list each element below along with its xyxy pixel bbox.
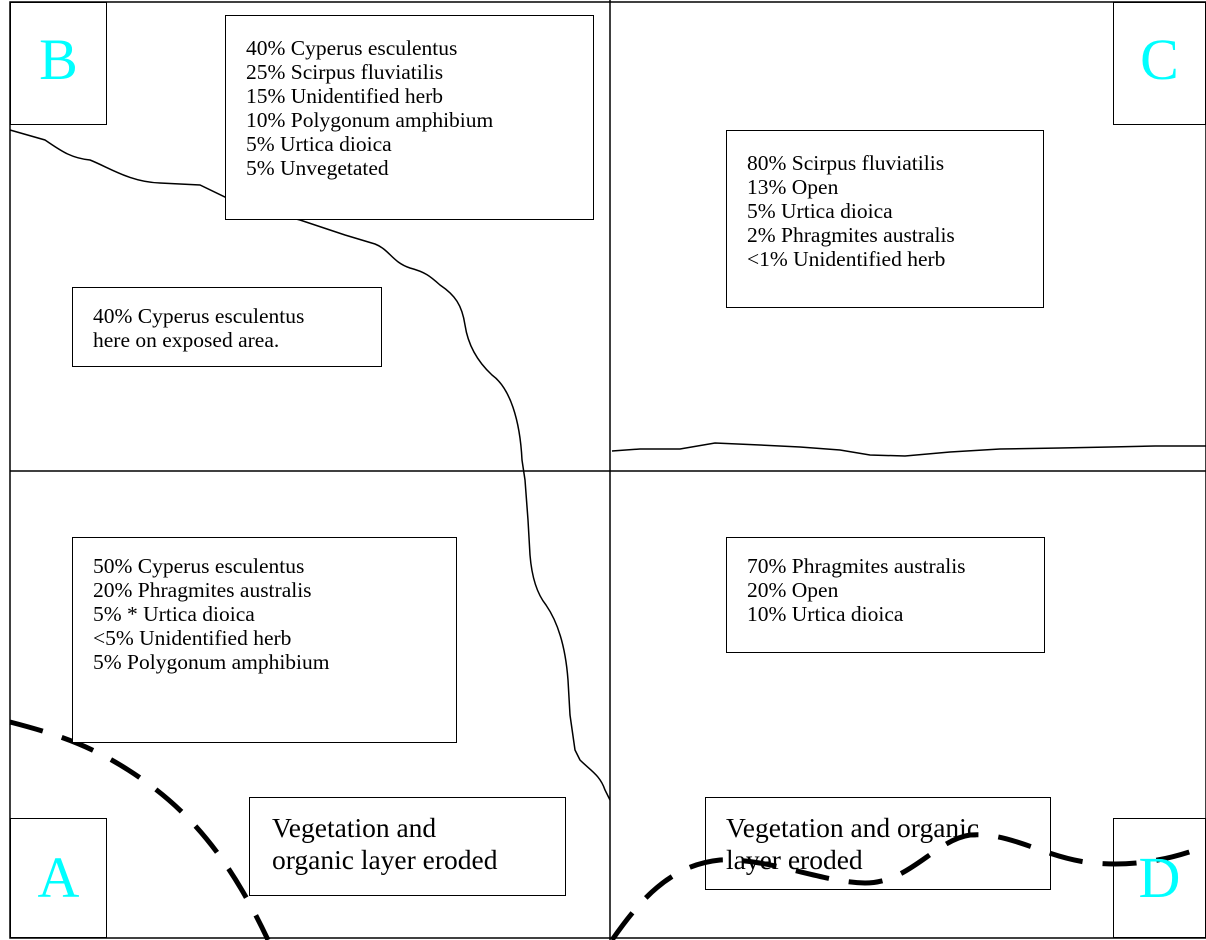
composition-line: 13% Open bbox=[747, 175, 839, 199]
note-line: 40% Cyperus esculentus bbox=[93, 304, 305, 328]
erosion-boundary-left bbox=[9, 719, 271, 940]
composition-line: 25% Scirpus fluviatilis bbox=[246, 60, 444, 84]
composition-line: <1% Unidentified herb bbox=[747, 247, 946, 271]
eroded-line: organic layer eroded bbox=[272, 844, 498, 875]
composition-line: 80% Scirpus fluviatilis bbox=[747, 151, 945, 175]
composition-line: 5% * Urtica dioica bbox=[93, 602, 255, 626]
open-water-edge-line bbox=[611, 442, 1206, 457]
quadrant-a-letter: A bbox=[37, 845, 80, 910]
quadrant-d-composition-box: 70% Phragmites australis 20% Open 10% Ur… bbox=[726, 537, 1045, 653]
quadrant-d-letter: D bbox=[1138, 845, 1181, 910]
quadrant-c-letter: C bbox=[1140, 27, 1179, 92]
composition-line: 50% Cyperus esculentus bbox=[93, 554, 305, 578]
quadrant-label-d: D bbox=[1113, 818, 1206, 938]
quadrant-label-a: A bbox=[10, 818, 107, 938]
composition-line: 5% Urtica dioica bbox=[747, 199, 893, 223]
composition-line: 10% Urtica dioica bbox=[747, 602, 904, 626]
vegetation-boundary-line bbox=[9, 129, 611, 801]
quadrat-border bbox=[9, 1, 1206, 939]
composition-line: 5% Urtica dioica bbox=[246, 132, 392, 156]
composition-line: 2% Phragmites australis bbox=[747, 223, 955, 247]
composition-line: 5% Unvegetated bbox=[246, 156, 389, 180]
quadrant-label-c: C bbox=[1113, 2, 1206, 125]
composition-line: <5% Unidentified herb bbox=[93, 626, 292, 650]
quadrant-b-letter: B bbox=[39, 27, 78, 92]
composition-line: 20% Phragmites australis bbox=[93, 578, 312, 602]
composition-line: 10% Polygonum amphibium bbox=[246, 108, 494, 132]
eroded-label-right: Vegetation and organic layer eroded bbox=[705, 797, 1051, 890]
quadrant-b-exposed-area-box: 40% Cyperus esculentus here on exposed a… bbox=[72, 287, 382, 367]
eroded-line: layer eroded bbox=[726, 844, 863, 875]
eroded-label-left: Vegetation and organic layer eroded bbox=[249, 797, 566, 896]
composition-line: 70% Phragmites australis bbox=[747, 554, 966, 578]
note-line: here on exposed area. bbox=[93, 328, 280, 352]
composition-line: 40% Cyperus esculentus bbox=[246, 36, 458, 60]
quadrant-a-composition-box: 50% Cyperus esculentus 20% Phragmites au… bbox=[72, 537, 457, 743]
quadrant-c-composition-box: 80% Scirpus fluviatilis 13% Open 5% Urti… bbox=[726, 130, 1044, 308]
composition-line: 5% Polygonum amphibium bbox=[93, 650, 330, 674]
eroded-line: Vegetation and bbox=[272, 812, 437, 843]
composition-line: 15% Unidentified herb bbox=[246, 84, 444, 108]
erosion-boundary-right bbox=[609, 832, 1206, 940]
quadrant-b-composition-box: 40% Cyperus esculentus 25% Scirpus fluvi… bbox=[225, 15, 594, 220]
eroded-line: Vegetation and organic bbox=[726, 812, 980, 843]
quadrant-label-b: B bbox=[10, 2, 107, 125]
composition-line: 20% Open bbox=[747, 578, 839, 602]
